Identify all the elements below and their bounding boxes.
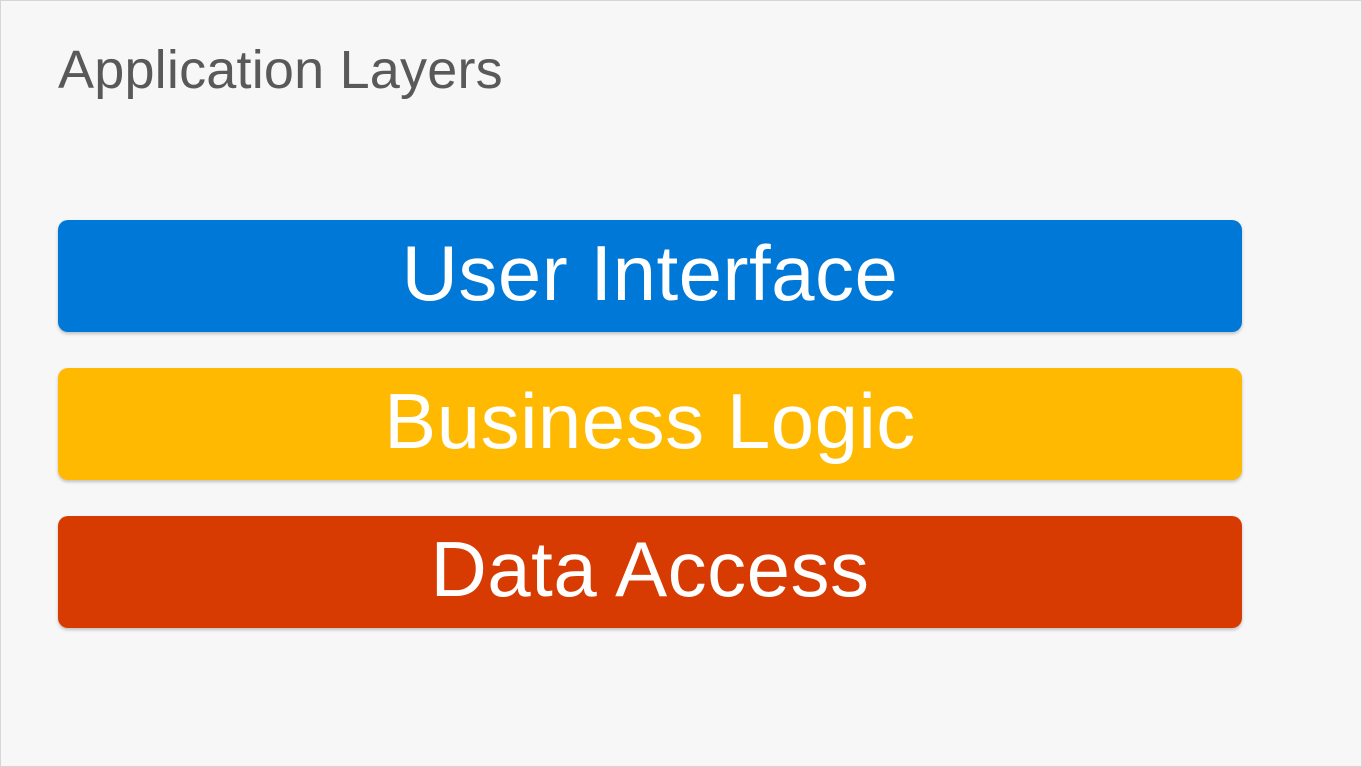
layer-label-business-logic: Business Logic	[384, 377, 916, 465]
layer-label-user-interface: User Interface	[401, 229, 899, 317]
layer-bar-user-interface[interactable]: User Interface	[58, 220, 1242, 332]
page-title: Application Layers	[58, 40, 503, 100]
layer-stack: User Interface Business Logic Data Acces…	[58, 220, 1242, 628]
layer-label-data-access: Data Access	[430, 525, 870, 613]
layer-bar-business-logic[interactable]: Business Logic	[58, 368, 1242, 480]
layer-bar-data-access[interactable]: Data Access	[58, 516, 1242, 628]
